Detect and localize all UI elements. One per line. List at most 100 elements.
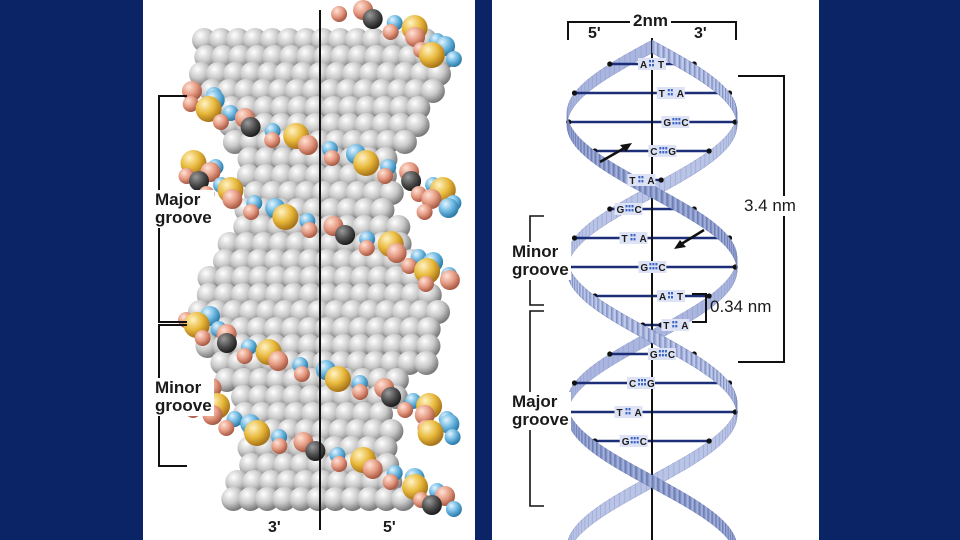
base-atom-gray: [304, 96, 329, 120]
base-atom-gray: [280, 317, 305, 341]
major-groove-label-line2: groove: [155, 207, 212, 227]
hydrogen-bond-mark: [667, 89, 670, 92]
hydrogen-bond-mark: [672, 321, 675, 324]
base-atom-gray: [367, 266, 392, 290]
hydrogen-bond-mark: [633, 234, 636, 237]
base-left-letter: G: [650, 350, 658, 361]
base-right-letter: G: [668, 147, 676, 158]
phosphorus-atom: [244, 420, 271, 446]
base-left-letter: G: [663, 118, 671, 129]
hydrogen-bond-mark: [625, 205, 628, 208]
hydrogen-bond-mark: [652, 60, 654, 63]
base-atom-gray: [389, 96, 414, 120]
base-atom-gray: [237, 147, 262, 171]
hydrogen-bond-mark: [625, 209, 628, 212]
base-left-letter: G: [622, 437, 630, 448]
hydrogen-bond-mark: [644, 379, 646, 382]
base-atom-gray: [246, 317, 271, 341]
base-atom-gray: [263, 317, 288, 341]
phosphorus-atom: [272, 204, 299, 230]
base-atom-gray: [357, 487, 382, 511]
sugar-node-dot: [607, 61, 613, 67]
phosphorus-atom: [195, 96, 222, 122]
carbon-atom: [335, 225, 356, 245]
base-atom-gray: [189, 62, 213, 86]
hydrogen-bond-mark: [672, 118, 675, 121]
base-atom-gray: [416, 317, 441, 341]
base-pair-label-bg: [656, 87, 685, 99]
hydrogen-bond-mark: [649, 60, 651, 63]
base-atom-gray: [316, 266, 341, 290]
base-atom-gray: [238, 487, 263, 511]
hydrogen-bond-mark: [633, 437, 636, 440]
oxygen-atom: [182, 96, 199, 112]
base-atom-gray: [265, 368, 290, 392]
base-right-letter: C: [658, 263, 665, 274]
base-atom-gray: [221, 487, 246, 511]
hydrogen-bond-mark: [641, 379, 643, 382]
phosphorus-atom: [417, 420, 444, 446]
hydrogen-bond-mark: [630, 437, 633, 440]
pitch-bracket: [738, 75, 785, 363]
phosphorus-atom: [414, 258, 441, 284]
base-pair-label-bg: [648, 145, 677, 157]
front-ribbon-strand: [566, 39, 738, 540]
base-atom-gray: [370, 198, 395, 222]
hydrogen-bond-mark: [672, 122, 675, 125]
base-right-letter: T: [658, 60, 664, 71]
hydrogen-bond-mark: [628, 205, 631, 208]
base-left-letter: C: [650, 147, 657, 158]
phosphorus-atom: [353, 150, 380, 176]
base-right-letter: C: [640, 437, 647, 448]
base-atom-gray: [306, 487, 331, 511]
hydrogen-bond-mark: [658, 354, 661, 357]
end-label-3prime: 3': [268, 519, 281, 536]
base-right-letter: A: [677, 89, 684, 100]
top-left-end-label: 5': [588, 25, 601, 42]
base-atom-gray: [340, 487, 365, 511]
sugar-node-dot: [571, 235, 578, 241]
space-filling-model-panel: Major groove Minor groove 3' 5': [143, 0, 475, 540]
hydrogen-bond-mark: [668, 296, 670, 299]
base-atom-gray: [270, 96, 295, 120]
oxygen-atom: [382, 474, 399, 490]
carbon-atom: [189, 171, 209, 191]
base-atom-gray: [353, 198, 378, 222]
base-atom-gray: [254, 147, 279, 171]
hydrogen-bond-mark: [628, 408, 631, 411]
oxygen-atom: [331, 456, 348, 472]
base-atom-gray: [365, 317, 390, 341]
base-left-letter: T: [663, 321, 669, 332]
base-left-letter: T: [659, 89, 665, 100]
base-atom-gray: [333, 266, 358, 290]
nitrogen-atom: [444, 429, 461, 445]
strand-direction-arrow-down: [674, 228, 705, 249]
pitch-label: 3.4 nm: [742, 196, 798, 216]
base-atom-gray: [289, 487, 314, 511]
phosphorus-atom: [324, 366, 351, 392]
base-atom-gray: [414, 351, 439, 375]
minor-groove-right-line2: groove: [512, 259, 569, 279]
oxygen-atom: [323, 150, 340, 166]
hydrogen-bond-mark: [631, 205, 634, 208]
carbon-atom: [305, 441, 326, 461]
oxygen-atom: [301, 222, 318, 238]
hydrogen-bond-mark: [638, 176, 641, 179]
base-left-letter: A: [659, 292, 666, 303]
hydrogen-bond-mark: [670, 93, 673, 96]
space-filling-model: [158, 0, 462, 530]
sugar-node-dot: [607, 206, 613, 212]
hydrogen-bond-mark: [671, 296, 673, 299]
base-atom-gray: [405, 113, 430, 137]
hydrogen-bond-mark: [641, 180, 644, 183]
oxygen-atom: [405, 27, 426, 47]
minor-groove-label: Minor groove: [153, 378, 214, 416]
hydrogen-bond-mark: [672, 325, 675, 328]
oxygen-atom: [218, 420, 235, 436]
hydrogen-bond-mark: [649, 267, 652, 270]
hydrogen-bond-mark: [675, 118, 678, 121]
hydrogen-bond-mark: [638, 180, 641, 183]
minor-groove-label-line1: Minor: [155, 378, 202, 397]
oxygen-atom: [293, 366, 310, 382]
